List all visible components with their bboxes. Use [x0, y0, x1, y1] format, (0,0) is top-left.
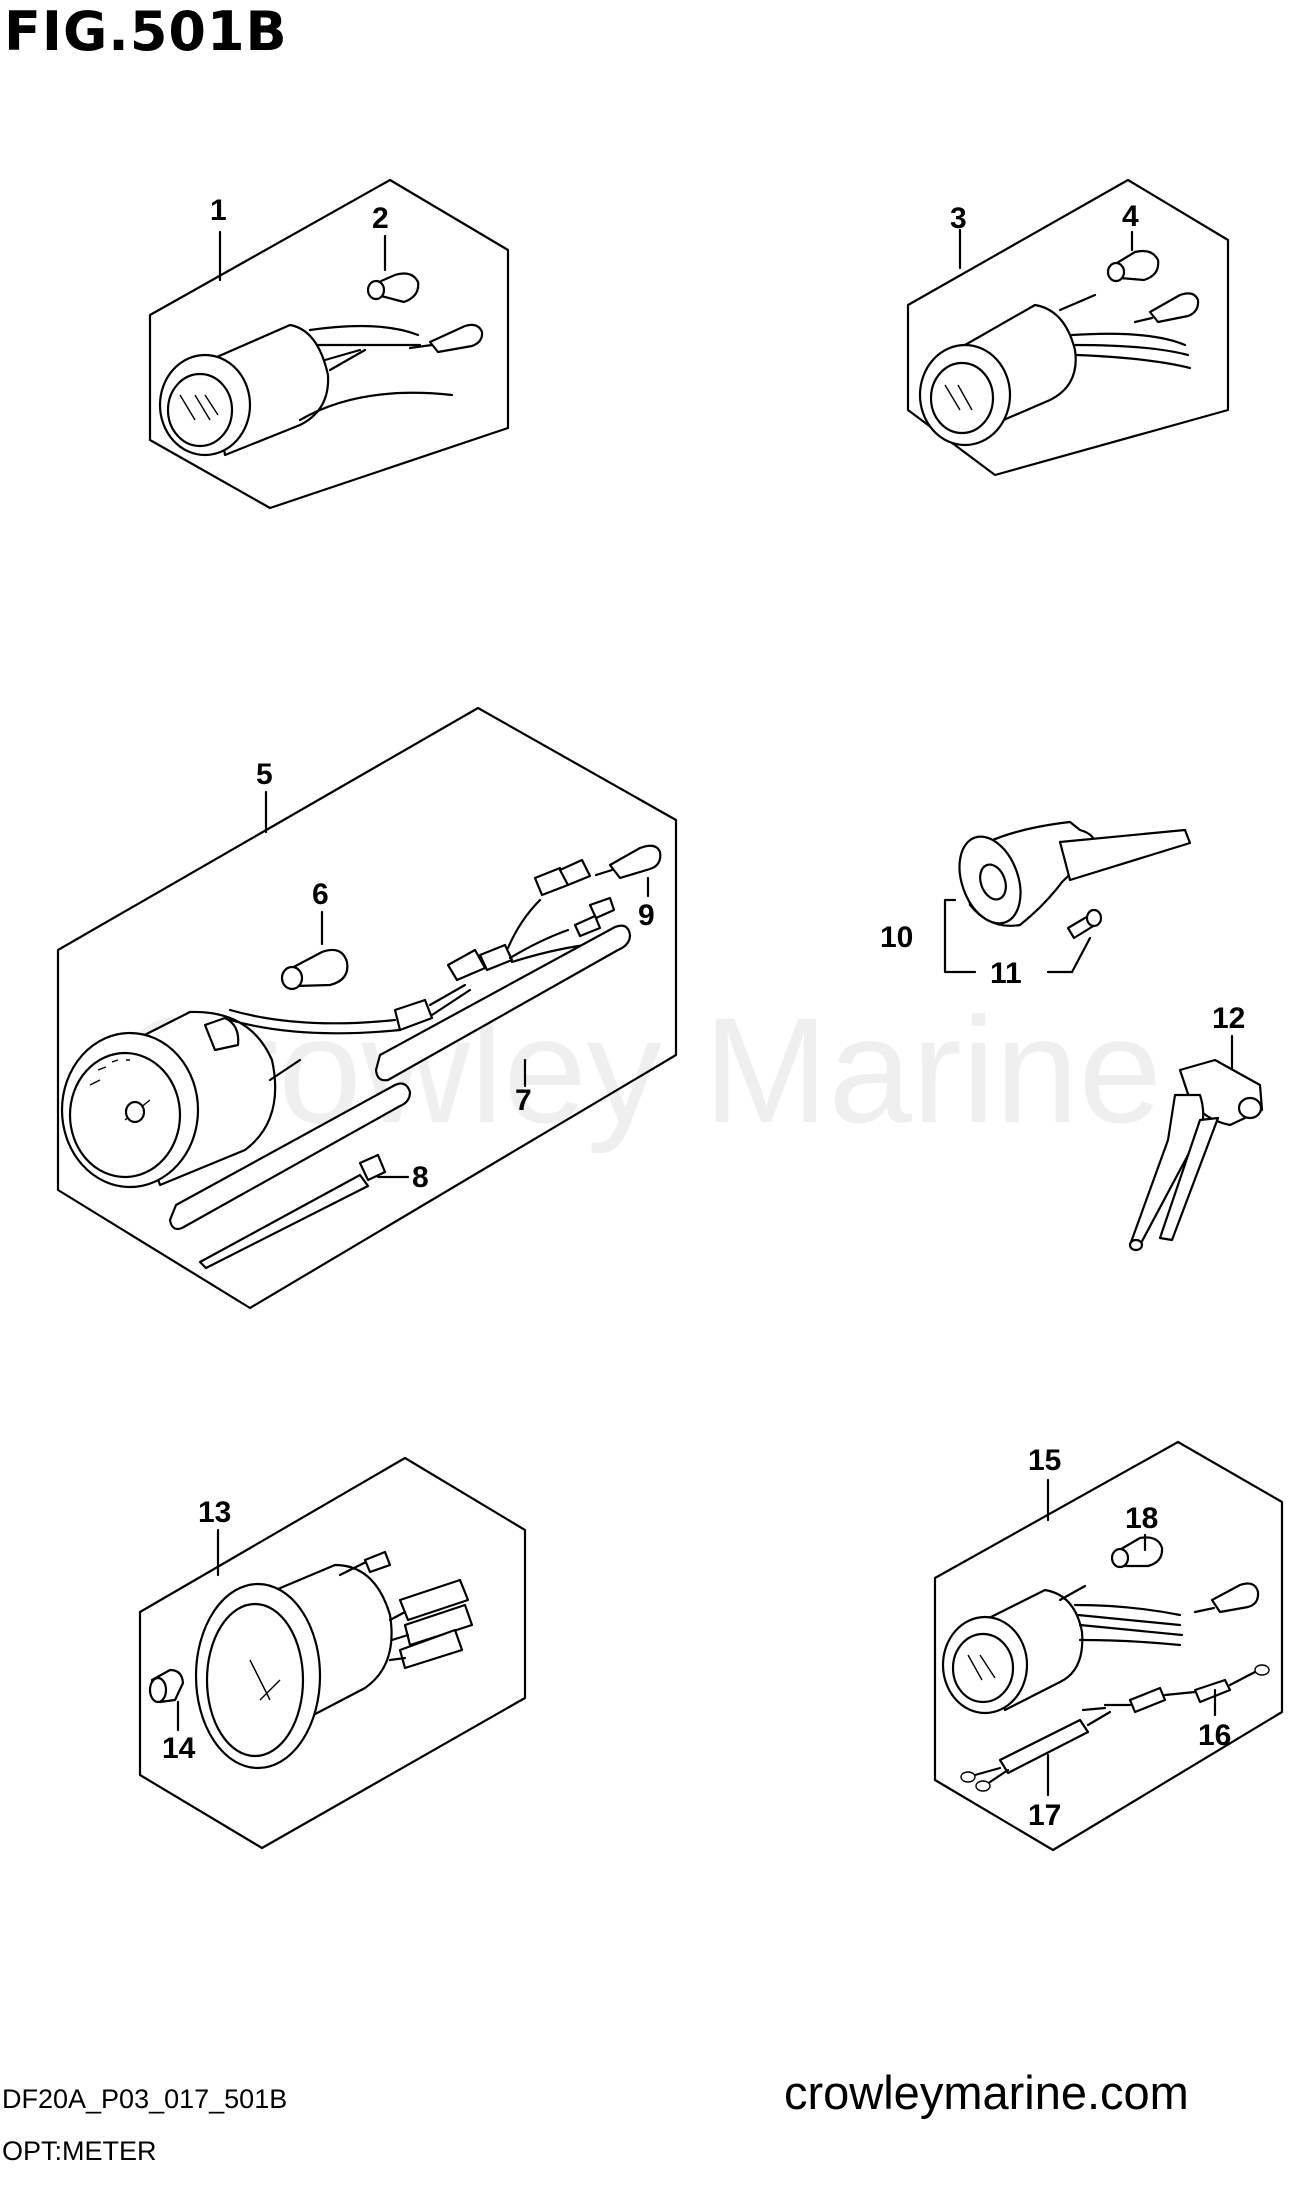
watermark: Crowley Marine — [120, 986, 1162, 1154]
callout-17: 17 — [1028, 1799, 1061, 1832]
terminal-pin-3[interactable] — [1133, 292, 1200, 324]
callout-1: 1 — [210, 194, 227, 227]
callout-18: 18 — [1125, 1502, 1158, 1535]
callout-12: 12 — [1212, 1002, 1245, 1035]
cable-tie-part-8[interactable] — [198, 1153, 387, 1270]
leader-lines — [176, 228, 1234, 1797]
tube-part-7[interactable] — [168, 924, 632, 1231]
kit-box-3 — [906, 178, 1230, 477]
figure-title: FIG.501B — [4, 0, 288, 63]
callout-10: 10 — [880, 921, 913, 954]
kit-box-13 — [138, 1456, 527, 1850]
kit-box-15 — [933, 1440, 1284, 1852]
meter-part-5[interactable] — [60, 858, 616, 1189]
callout-9: 9 — [638, 899, 655, 932]
meter-part-13[interactable] — [194, 1550, 474, 1770]
diagram-subtitle: OPT:METER — [2, 2136, 157, 2166]
terminal-part-9[interactable] — [594, 844, 662, 880]
callout-5: 5 — [256, 758, 273, 791]
sender-part-12[interactable] — [1128, 1058, 1264, 1252]
meter-part-15[interactable] — [941, 1584, 1184, 1715]
bulb-part-18[interactable] — [1110, 1536, 1164, 1569]
callout-14: 14 — [162, 1732, 196, 1765]
callout-2: 2 — [372, 202, 389, 235]
callout-3: 3 — [950, 202, 967, 235]
holder-part-10[interactable] — [948, 820, 1192, 932]
callout-13: 13 — [198, 1496, 231, 1529]
kit-box-5 — [56, 706, 678, 1310]
kit-box-1 — [148, 178, 510, 510]
bulb-part-14[interactable] — [148, 1668, 185, 1704]
bulb-part-2[interactable] — [366, 272, 420, 304]
bulb-part-6[interactable] — [280, 948, 349, 991]
screw-part-11[interactable] — [1066, 908, 1103, 940]
website-link[interactable]: crowleymarine.com — [784, 2066, 1189, 2119]
terminal-pin-15[interactable] — [1193, 1582, 1260, 1614]
diagram-code: DF20A_P03_017_501B — [2, 2084, 288, 2114]
harness-part-17[interactable] — [960, 1710, 1112, 1792]
callout-6: 6 — [312, 878, 329, 911]
bulb-part-4[interactable] — [1106, 249, 1160, 283]
callout-16: 16 — [1198, 1719, 1231, 1752]
callout-15: 15 — [1028, 1444, 1061, 1477]
meter-part-3[interactable] — [918, 293, 1192, 447]
terminal-pin[interactable] — [408, 323, 484, 354]
callout-7: 7 — [515, 1084, 532, 1117]
callout-11: 11 — [990, 957, 1022, 990]
callout-8: 8 — [412, 1161, 429, 1194]
callout-4: 4 — [1122, 200, 1139, 233]
meter-part-1[interactable] — [158, 323, 454, 457]
callout-numbers: 1 2 3 4 5 6 7 8 9 10 11 12 13 14 15 16 1… — [162, 194, 1245, 1832]
harness-part-16[interactable] — [1081, 1664, 1270, 1714]
